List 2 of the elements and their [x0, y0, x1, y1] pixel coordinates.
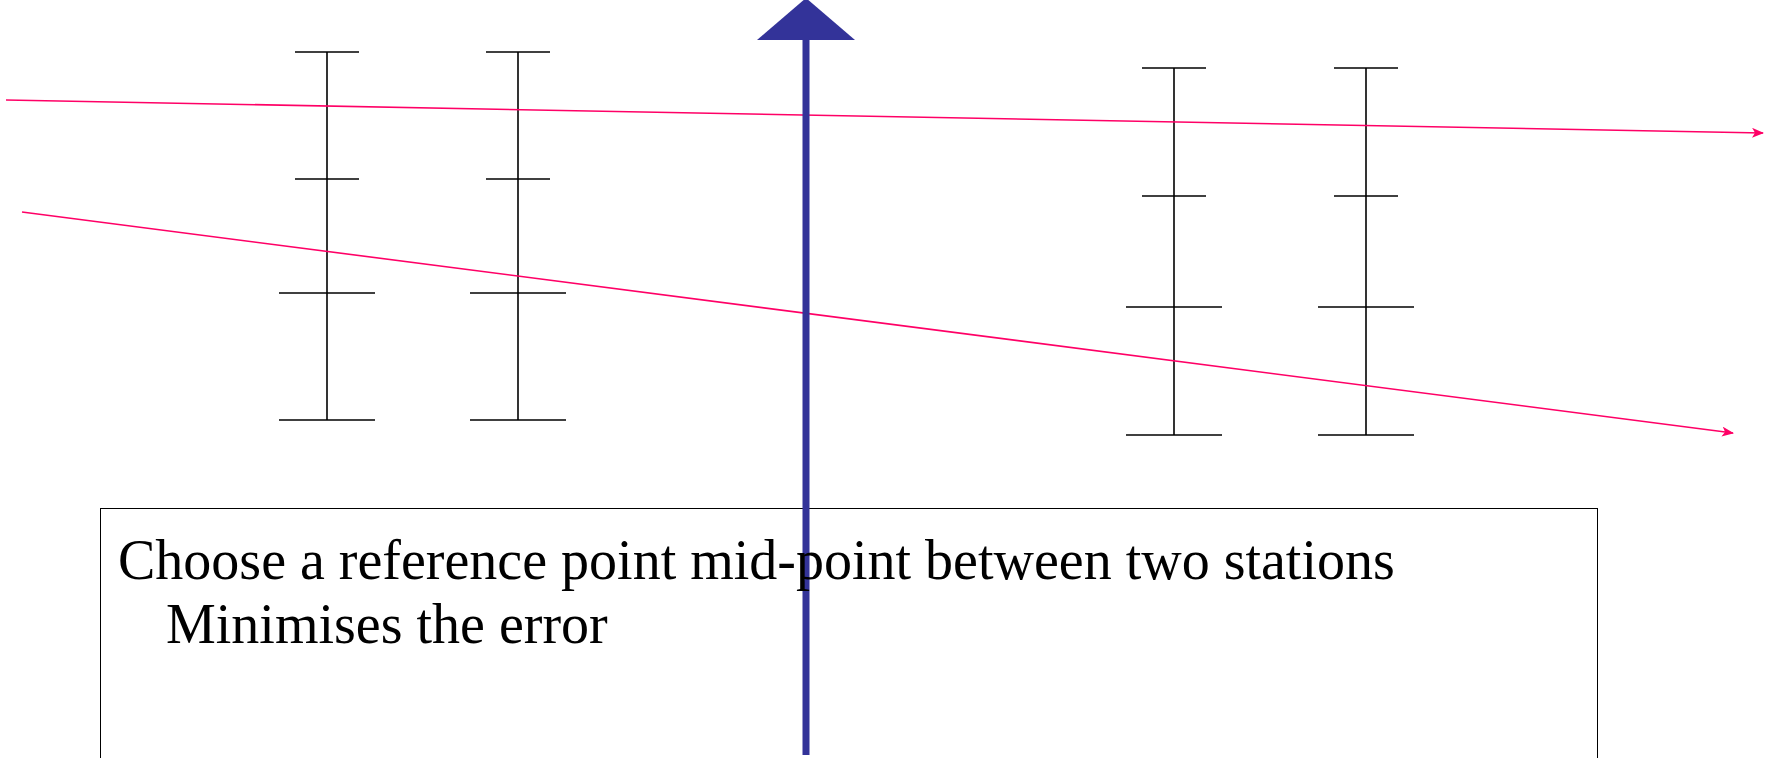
text-box — [100, 508, 1598, 758]
note-text: Minimises the error — [166, 592, 608, 656]
